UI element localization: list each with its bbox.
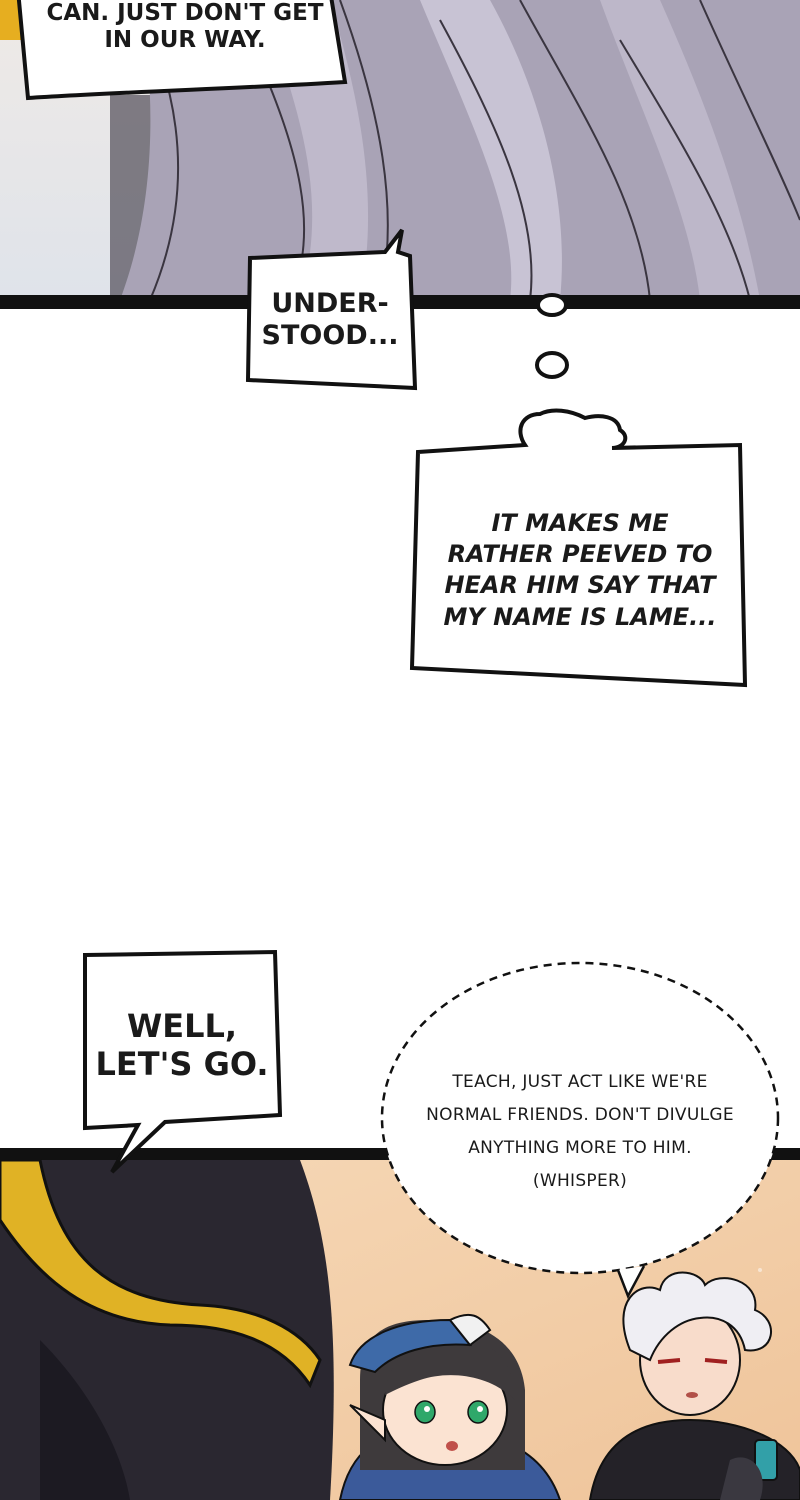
thought-bubble-text: IT MAKES ME RATHER PEEVED TO HEAR HIM SA… bbox=[443, 509, 717, 631]
bubble-shapes bbox=[16, 0, 748, 1174]
bubble-lets-go: WELL, LET'S GO. bbox=[95, 1007, 269, 1083]
narration-top: CAN. JUST DON'T GET IN OUR WAY. bbox=[46, 0, 324, 54]
bubble-understood: UNDER- STOOD... bbox=[261, 288, 399, 351]
whisper-bubble-shape bbox=[380, 961, 780, 1300]
whisper-bubble-text: TEACH, JUST ACT LIKE WE'RE NORMAL FRIEND… bbox=[426, 1072, 734, 1192]
boy-character bbox=[588, 1271, 800, 1500]
girl-character bbox=[338, 1313, 562, 1500]
